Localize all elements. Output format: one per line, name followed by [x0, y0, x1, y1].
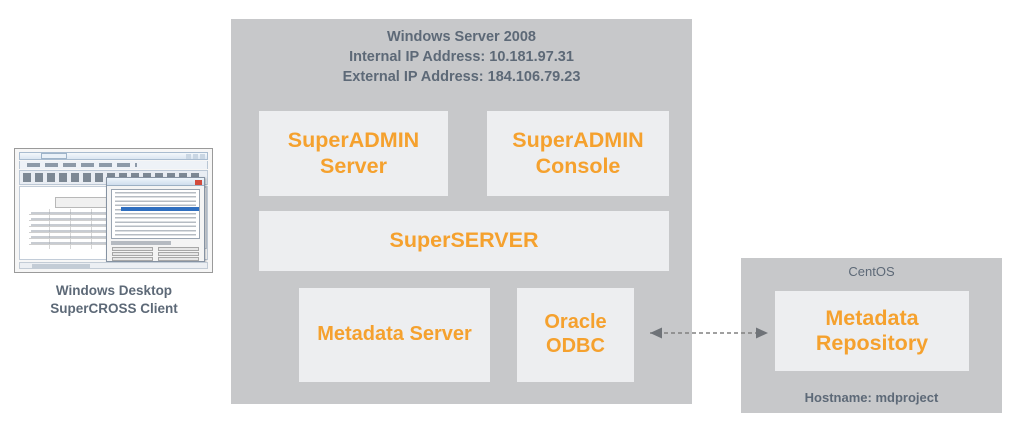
thumb-horizontal-scrollbar: [19, 262, 208, 269]
thumb-scrollbar-handle: [32, 264, 90, 269]
thumb-dialog-selected-row: [121, 207, 199, 211]
thumb-dialog-close-icon: [195, 179, 202, 185]
thumb-dialog-buttons: [112, 247, 199, 261]
thumb-dialog-button: [112, 257, 153, 261]
thumb-dialog-field-label: [111, 241, 171, 245]
windows-server-title: Windows Server 2008 Internal IP Address:…: [342, 29, 581, 85]
thumb-dialog-button: [158, 257, 199, 261]
component-superadmin-console-label: SuperADMIN Console: [512, 128, 644, 178]
component-oracle-odbc-label: Oracle ODBC: [544, 311, 607, 357]
thumb-titlebar: [19, 152, 208, 160]
thumb-dialog-button: [112, 252, 153, 256]
component-superserver-label: SuperSERVER: [389, 228, 539, 253]
centos-title: CentOS: [848, 264, 895, 279]
component-superadmin-server: SuperADMIN Server: [259, 111, 448, 196]
thumb-dialog-tree-rows: [115, 192, 196, 236]
thumb-window-tab: [41, 153, 67, 159]
thumb-dialog-button: [158, 247, 199, 251]
thumb-dialog-titlebar: [107, 178, 204, 186]
component-metadata-server-label: Metadata Server: [317, 323, 472, 346]
client-group: Windows Desktop SuperCROSS Client: [14, 148, 214, 318]
component-oracle-odbc: Oracle ODBC: [517, 288, 634, 382]
supercross-client-screenshot-thumbnail: [14, 148, 213, 273]
bidirectional-dashed-arrow-icon: [650, 327, 768, 339]
thumb-modal-dialog: [106, 177, 205, 262]
thumb-dialog-tree-list: [111, 189, 200, 239]
centos-host-panel: CentOS Metadata Repository Hostname: mdp…: [741, 258, 1002, 413]
component-metadata-repository: Metadata Repository: [775, 291, 969, 371]
thumb-menu-items: [27, 163, 137, 167]
component-metadata-repository-label: Metadata Repository: [815, 305, 929, 355]
component-superadmin-console: SuperADMIN Console: [487, 111, 669, 196]
component-superserver: SuperSERVER: [259, 211, 669, 271]
component-metadata-server: Metadata Server: [299, 288, 490, 382]
component-superadmin-server-label: SuperADMIN Server: [287, 128, 420, 178]
centos-hostname-label: Hostname: mdproject: [804, 390, 939, 405]
client-caption: Windows Desktop SuperCROSS Client: [50, 283, 178, 317]
thumb-dialog-button: [158, 252, 199, 256]
thumb-dialog-button: [112, 247, 153, 251]
thumb-window-controls: [186, 153, 206, 159]
windows-server-host-panel: Windows Server 2008 Internal IP Address:…: [231, 19, 692, 404]
